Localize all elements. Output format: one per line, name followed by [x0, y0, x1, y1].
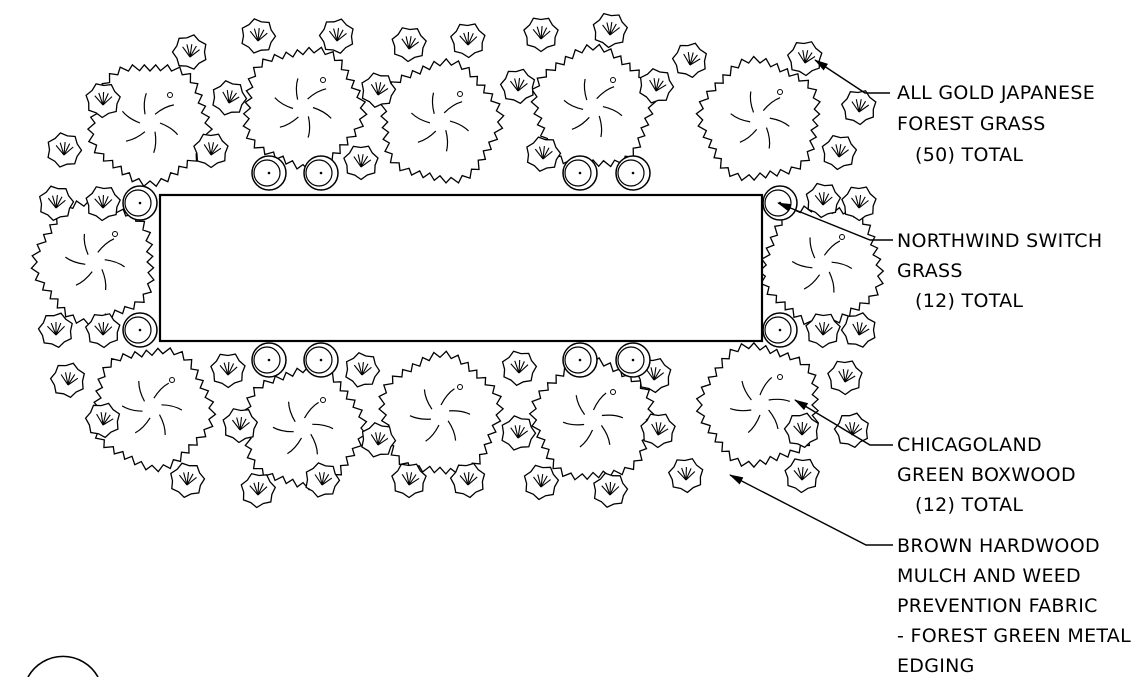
- gold-grass-plant: [47, 132, 83, 168]
- boxwood-shrub: [530, 43, 657, 168]
- gold-grass-plant: [38, 185, 75, 222]
- gold-grass-plant: [85, 83, 121, 119]
- gold-grass-label-line-1: ALL GOLD JAPANESE: [897, 82, 1095, 104]
- gold-grass-plant: [523, 17, 559, 53]
- switch-grass-plant: [762, 312, 798, 348]
- gold-grass-plant: [805, 182, 842, 219]
- boxwood-shrub: [242, 46, 368, 173]
- switch-grass-plant: [562, 342, 598, 378]
- boxwood-shrub: [528, 355, 655, 481]
- gold-grass-plant: [318, 18, 354, 54]
- mulch-label-line-4: - FOREST GREEN METAL: [897, 625, 1131, 647]
- boxwood-shrub: [695, 341, 820, 469]
- central-bed-outline: [158, 193, 764, 343]
- gold-grass-plant: [841, 186, 877, 222]
- switch-grass-label-line-2: GRASS: [897, 260, 963, 282]
- mulch-label-line-2: MULCH AND WEED: [897, 565, 1081, 587]
- gold-grass-plant: [667, 457, 704, 494]
- boxwood-layer: [30, 43, 885, 491]
- gold-grass-plant: [840, 312, 876, 348]
- gold-grass-plant: [84, 402, 121, 439]
- gold-grass-plant: [671, 42, 708, 79]
- gold-grass-plant: [343, 145, 379, 181]
- leader-mulch: [729, 474, 893, 546]
- gold-grass-plant: [85, 186, 121, 222]
- gold-grass-plant: [305, 462, 341, 498]
- gold-grass-plant: [37, 312, 73, 349]
- switch-grass-plant: [303, 155, 339, 191]
- gold-grass-label-line-2: FOREST GRASS: [897, 113, 1046, 135]
- switch-grass-plant: [251, 342, 287, 378]
- gold-grass-plant: [501, 350, 538, 387]
- switch-grass-plant: [122, 312, 158, 348]
- gold-grass-plant: [821, 134, 858, 171]
- gold-grass-plant: [193, 133, 229, 169]
- gold-grass-plant: [783, 412, 820, 449]
- gold-grass-plant: [501, 415, 537, 451]
- gold-grass-plant: [212, 80, 248, 116]
- boxwood-label-line-3: (12) TOTAL: [915, 494, 1023, 516]
- leader-boxwood: [794, 399, 893, 446]
- switch-grass-plant: [562, 155, 598, 191]
- gold-grass-plant: [523, 464, 560, 501]
- mulch-label-line-5: EDGING: [897, 655, 975, 677]
- boxwood-shrub: [86, 63, 214, 188]
- switch-grass-plant: [303, 342, 339, 378]
- gold-grass-plant: [49, 362, 86, 399]
- switch-grass-plant: [762, 185, 798, 221]
- switch-grass-plant: [122, 185, 158, 221]
- leader-switch-grass: [777, 202, 893, 241]
- gold-grass-plant: [171, 34, 207, 70]
- boxwood-label-line-1: CHICAGOLAND: [897, 434, 1042, 456]
- gold-grass-plant: [840, 90, 877, 126]
- gold-grass-plant: [391, 27, 427, 63]
- boxwood-label-line-2: GREEN BOXWOOD: [897, 464, 1076, 486]
- switch-grass-label-line-3: (12) TOTAL: [915, 290, 1023, 312]
- gold-grass-plant: [391, 463, 427, 499]
- mulch-label-line-3: PREVENTION FABRIC: [897, 595, 1098, 617]
- gold-grass-plant: [210, 353, 246, 389]
- gold-grass-plant: [240, 472, 277, 509]
- gold-grass-plant: [526, 136, 562, 172]
- boxwood-shrub: [378, 350, 505, 476]
- switch-grass-plant: [251, 155, 287, 191]
- gold-grass-plant: [361, 72, 397, 108]
- north-arrow-symbol-partial: [27, 655, 99, 677]
- gold-grass-plant: [361, 422, 397, 458]
- gold-grass-plant: [639, 68, 675, 104]
- gold-grass-plant: [499, 68, 536, 105]
- gold-grass-plant: [784, 458, 820, 494]
- gold-grass-plant: [170, 462, 206, 499]
- gold-grass-label-line-3: (50) TOTAL: [915, 144, 1023, 166]
- gold-grass-plant: [84, 313, 121, 349]
- gold-grass-plant: [827, 360, 863, 396]
- gold-grass-plant: [241, 18, 277, 54]
- gold-grass-plant: [592, 12, 629, 49]
- gold-grass-layer: [37, 12, 877, 509]
- gold-grass-plant: [786, 41, 823, 77]
- switch-grass-plant: [615, 155, 651, 191]
- gold-grass-plant: [640, 413, 676, 449]
- switch-grass-plant: [615, 342, 651, 378]
- gold-grass-plant: [222, 408, 259, 444]
- switch-grass-label-line-1: NORTHWIND SWITCH: [897, 230, 1102, 252]
- gold-grass-plant: [805, 313, 841, 349]
- boxwood-shrub: [243, 364, 368, 491]
- gold-grass-plant: [450, 23, 486, 59]
- gold-grass-plant: [345, 352, 381, 388]
- boxwood-shrub: [758, 205, 885, 330]
- boxwood-shrub: [695, 55, 821, 182]
- boxwood-shrub: [379, 57, 505, 184]
- leader-gold-grass: [814, 59, 890, 94]
- mulch-label-line-1: BROWN HARDWOOD: [897, 535, 1100, 557]
- gold-grass-plant: [593, 472, 629, 508]
- boxwood-shrub: [30, 199, 155, 326]
- gold-grass-plant: [449, 462, 486, 499]
- gold-grass-plant: [833, 412, 869, 449]
